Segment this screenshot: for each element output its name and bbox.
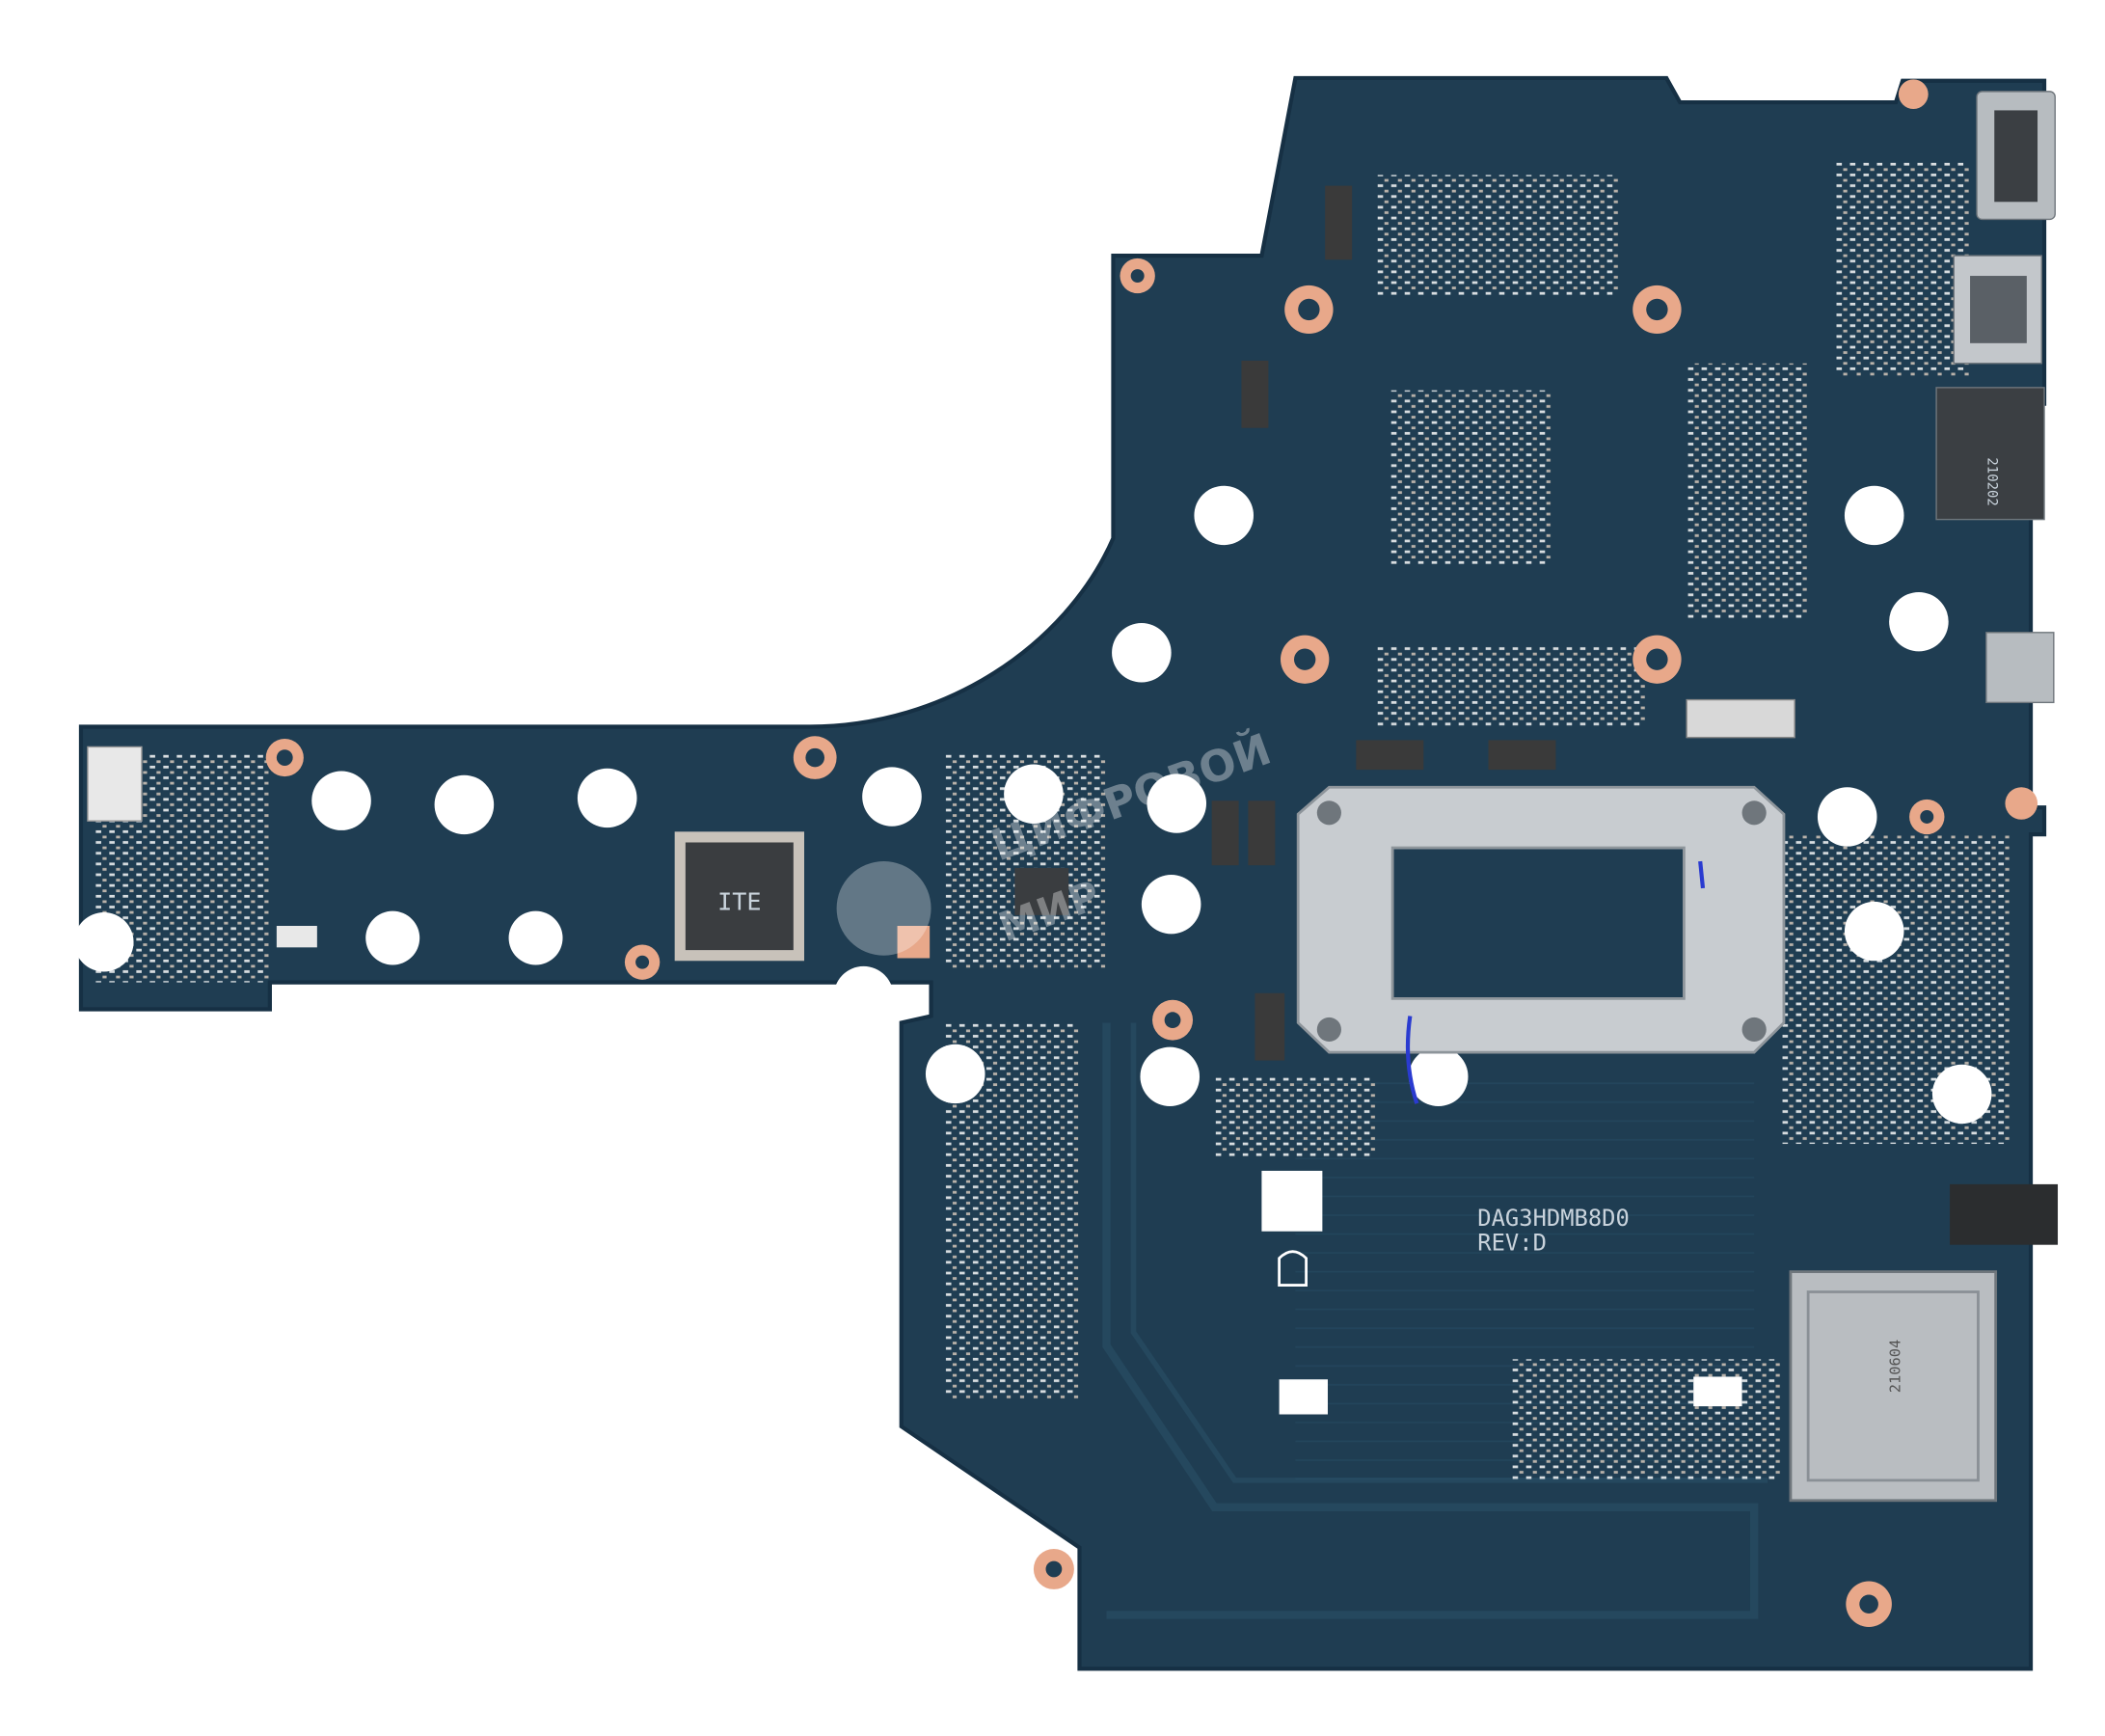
- sd-slot-code: 210604: [1886, 1340, 1903, 1393]
- cpu-bracket: [1296, 785, 1786, 1054]
- board-revision: REV:D: [1477, 1229, 1547, 1256]
- ic-chip: [1014, 868, 1069, 915]
- white-pads: [73, 485, 1992, 1415]
- port-code: 210202: [1984, 457, 1999, 505]
- triangle-marker: [1278, 1250, 1308, 1287]
- board-label: DAG3HDMB8D0: [1477, 1205, 1630, 1232]
- smd-components: [94, 161, 2011, 1480]
- qfn-chip: [897, 926, 931, 959]
- sd-card-slot: 210604: [1789, 1270, 1998, 1503]
- power-components: [276, 185, 1556, 1061]
- ec-chip-marking: ITE: [717, 887, 761, 915]
- io-ports: 210202: [87, 91, 2059, 1245]
- ec-chip: ITE: [674, 831, 805, 962]
